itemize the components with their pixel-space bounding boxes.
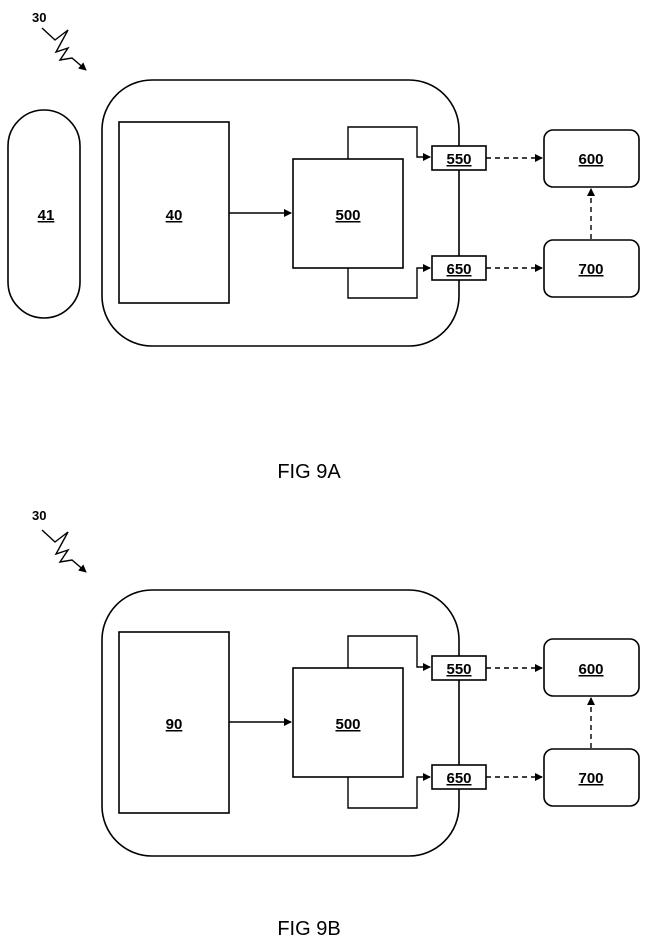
reference-numeral-30: 30 — [32, 508, 46, 523]
external-top-label: 600 — [578, 661, 603, 678]
reference-squiggle-arrow — [41, 529, 87, 573]
external-bottom-label: 700 — [578, 770, 603, 787]
processor-to-port-top-connector — [347, 126, 431, 161]
figure-caption: FIG 9B — [277, 918, 340, 940]
source-block — [118, 121, 230, 304]
port-top — [431, 145, 487, 171]
port-top — [431, 655, 487, 681]
processor-to-port-bottom-connector — [347, 773, 431, 809]
figure-caption: FIG 9A — [277, 461, 341, 483]
external-block-bottom — [543, 748, 640, 807]
port-bottom-label: 650 — [446, 261, 471, 278]
reference-squiggle-arrow — [41, 27, 87, 71]
figure-9b: 30 90 500 550 650 600 700 FIG 9B — [32, 508, 640, 940]
port-bottom — [431, 255, 487, 281]
source-label: 40 — [166, 207, 183, 224]
external-block-bottom — [543, 239, 640, 298]
port-bottom-label: 650 — [446, 770, 471, 787]
processor-block — [292, 158, 404, 269]
reference-numeral-30: 30 — [32, 10, 46, 25]
processor-to-port-bottom-connector — [347, 264, 431, 299]
port-top-label: 550 — [446, 661, 471, 678]
processor-label: 500 — [335, 207, 360, 224]
processor-to-port-top-connector — [347, 635, 431, 671]
figure-9a: 30 41 40 500 550 650 600 700 FIG 9A — [7, 10, 640, 483]
external-block-top — [543, 129, 640, 188]
lens-capsule — [7, 109, 81, 319]
source-label: 90 — [166, 716, 183, 733]
external-top-label: 600 — [578, 151, 603, 168]
external-bottom-label: 700 — [578, 261, 603, 278]
processor-label: 500 — [335, 716, 360, 733]
lens-label: 41 — [38, 207, 55, 224]
external-block-top — [543, 638, 640, 697]
port-bottom — [431, 764, 487, 790]
port-top-label: 550 — [446, 151, 471, 168]
